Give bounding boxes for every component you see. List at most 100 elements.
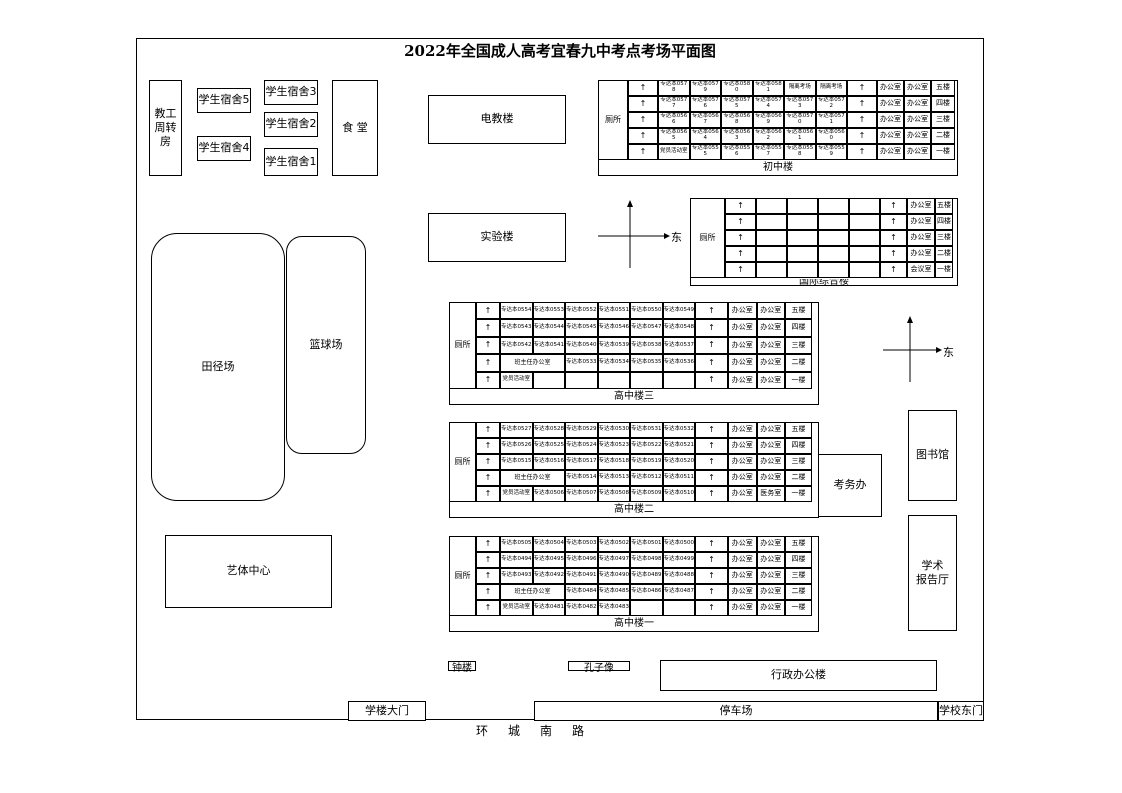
lecture-hall[interactable]: 学术 报告厅 xyxy=(908,515,957,631)
stairs-icon: ↑ xyxy=(695,422,728,438)
office: 办公室 xyxy=(756,422,785,438)
exam-room: 专达本0536 xyxy=(662,354,695,372)
stairs-icon: ↑ xyxy=(476,486,500,502)
exam-room: 专达本0497 xyxy=(597,552,630,568)
stairs-icon: ↑ xyxy=(628,128,658,144)
exam-affairs-office[interactable]: 考务办 xyxy=(818,454,882,517)
toilet: 厕所 xyxy=(449,302,476,389)
stairs-icon: ↑ xyxy=(847,112,877,128)
exam-room: 专达本0568 xyxy=(721,112,753,128)
exam-room: 专达本0572 xyxy=(815,96,847,112)
exam-room: 专达本0548 xyxy=(662,319,695,337)
exam-room xyxy=(756,214,787,230)
office: 办公室 xyxy=(904,112,931,128)
office: 医务室 xyxy=(756,486,785,502)
office: 办公室 xyxy=(728,354,757,372)
office: 办公室 xyxy=(728,371,757,389)
floor-label: 三楼 xyxy=(785,336,812,355)
exam-room xyxy=(787,198,818,214)
exam-room: 专达本0528 xyxy=(532,422,565,438)
stairs-icon: ↑ xyxy=(476,454,500,470)
office: 办公室 xyxy=(904,96,931,112)
confucius-statue[interactable]: 孔子像 xyxy=(568,661,630,674)
floor-label: 四楼 xyxy=(935,214,953,230)
stairs-icon: ↑ xyxy=(695,536,728,552)
exam-room: 专达本0573 xyxy=(784,96,816,112)
stairs-icon: ↑ xyxy=(880,214,907,230)
exam-room: 专达本0563 xyxy=(721,128,753,144)
main-gate[interactable]: 学楼大门 xyxy=(348,701,426,721)
office: 办公室 xyxy=(904,80,931,96)
office: 办公室 xyxy=(728,302,757,320)
library[interactable]: 图书馆 xyxy=(908,410,957,501)
dorm-1[interactable]: 学生宿舍1 xyxy=(264,148,318,176)
arts-sports-center[interactable]: 艺体中心 xyxy=(165,535,332,608)
exam-room: 专达本0481 xyxy=(532,600,565,616)
stairs-icon: ↑ xyxy=(880,262,907,278)
building-name: 国际综合楼 xyxy=(691,279,957,285)
exam-room: 专达本0522 xyxy=(630,438,663,454)
exam-room: 专达本0575 xyxy=(721,96,753,112)
staff-housing[interactable]: 教工 周转 房 xyxy=(149,80,182,176)
floor-label: 五楼 xyxy=(931,80,955,96)
office: 办公室 xyxy=(904,128,931,144)
exam-room: 专达本0560 xyxy=(815,128,847,144)
exam-room: 专达本0495 xyxy=(532,552,565,568)
stairs-icon: ↑ xyxy=(725,230,756,246)
admin-building[interactable]: 行政办公楼 xyxy=(660,660,937,691)
dorm-4[interactable]: 学生宿舍4 xyxy=(197,136,251,161)
basketball-court[interactable]: 篮球场 xyxy=(286,236,366,454)
dorm-5[interactable]: 学生宿舍5 xyxy=(197,88,251,113)
stairs-icon: ↑ xyxy=(695,552,728,568)
bell-tower[interactable]: 钟楼 xyxy=(448,661,476,674)
av-building[interactable]: 电教楼 xyxy=(428,95,566,144)
exam-room xyxy=(849,262,880,278)
exam-room: 专达本0484 xyxy=(565,584,598,600)
parking-lot[interactable]: 停车场 xyxy=(534,701,938,721)
office: 办公室 xyxy=(877,112,904,128)
office: 办公室 xyxy=(728,454,757,470)
compass-2-label: 东 xyxy=(943,346,954,359)
stairs-icon: ↑ xyxy=(695,371,728,389)
exam-room: 专达本0556 xyxy=(721,144,753,160)
exam-room: 专达本0569 xyxy=(752,112,784,128)
office: 办公室 xyxy=(728,470,757,486)
dorm-2[interactable]: 学生宿舍2 xyxy=(264,112,318,137)
exam-room: 专达本0576 xyxy=(689,96,721,112)
exam-room: 专达本0505 xyxy=(500,536,533,552)
floor-label: 一楼 xyxy=(935,262,953,278)
stairs-icon: ↑ xyxy=(695,584,728,600)
stairs-icon: ↑ xyxy=(847,144,877,160)
stairs-icon: ↑ xyxy=(476,552,500,568)
stairs-icon: ↑ xyxy=(695,302,728,320)
canteen[interactable]: 食 堂 xyxy=(332,80,378,176)
exam-room: 专达本0581 xyxy=(752,80,784,96)
dorm-3[interactable]: 学生宿舍3 xyxy=(264,80,318,105)
floor-label: 三楼 xyxy=(785,568,812,584)
stairs-icon: ↑ xyxy=(880,246,907,262)
exam-room: 隔离考场 xyxy=(784,80,816,96)
exam-room: 专达本0526 xyxy=(500,438,533,454)
stairs-icon: ↑ xyxy=(476,536,500,552)
stairs-icon: ↑ xyxy=(476,438,500,454)
exam-room: 专达本0577 xyxy=(658,96,690,112)
lab-building[interactable]: 实验楼 xyxy=(428,213,566,262)
track-field[interactable]: 田径场 xyxy=(151,233,285,501)
exam-room xyxy=(818,262,849,278)
exam-room xyxy=(662,371,695,389)
stairs-icon: ↑ xyxy=(880,230,907,246)
office: 办公室 xyxy=(756,568,785,584)
office: 办公室 xyxy=(756,438,785,454)
stairs-icon: ↑ xyxy=(880,198,907,214)
exam-room: 专达本0554 xyxy=(500,302,533,320)
east-gate[interactable]: 学校东门 xyxy=(938,701,984,721)
exam-room: 专达本0486 xyxy=(630,584,663,600)
exam-room xyxy=(787,214,818,230)
office: 办公室 xyxy=(728,552,757,568)
office: 办公室 xyxy=(756,319,785,337)
exam-room: 专达本0534 xyxy=(597,354,630,372)
exam-room xyxy=(756,262,787,278)
stairs-icon: ↑ xyxy=(476,568,500,584)
exam-room: 专达本0482 xyxy=(565,600,598,616)
floor-label: 四楼 xyxy=(785,552,812,568)
